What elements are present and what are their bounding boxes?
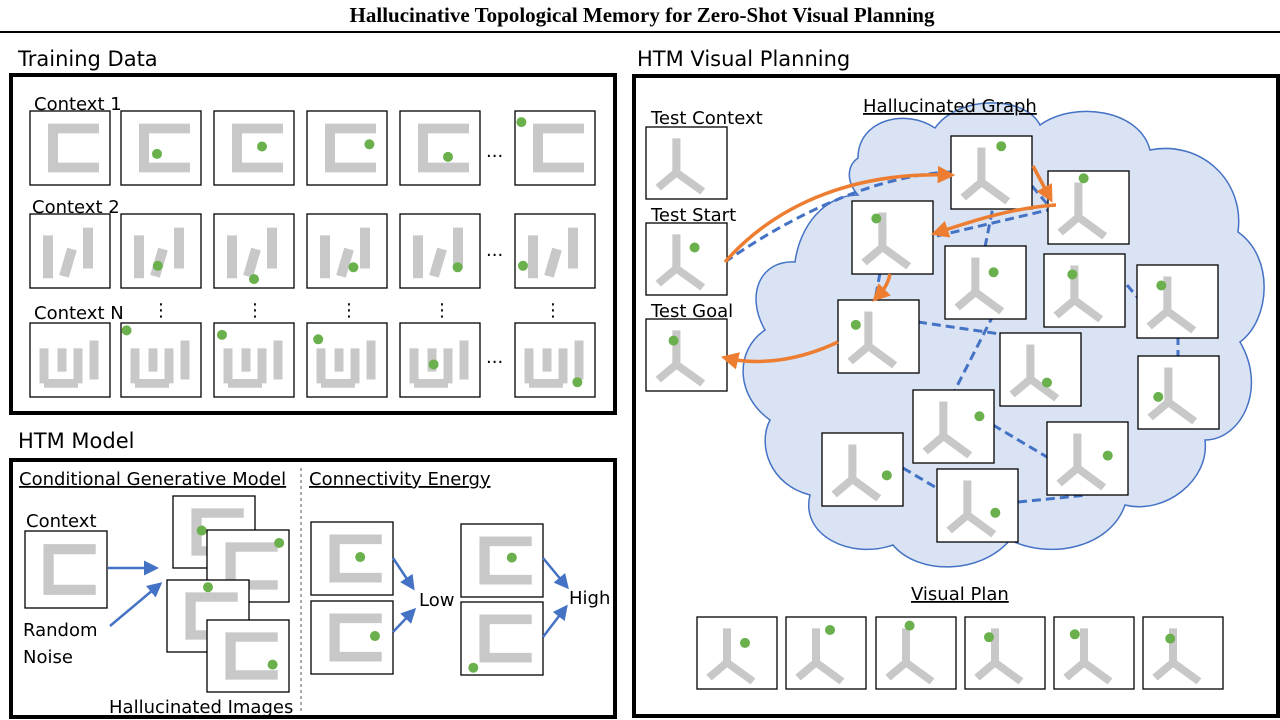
context-2-label: Context 2 — [32, 197, 120, 218]
visual-plan-label: Visual Plan — [911, 584, 1009, 605]
context-1-label: Context 1 — [34, 94, 122, 115]
htm-visual-planning-heading: HTM Visual Planning — [637, 47, 850, 71]
high-energy-label: High — [569, 588, 610, 609]
figure-title: Hallucinative Topological Memory for Zer… — [350, 3, 935, 27]
context-n-label: Context N — [34, 303, 124, 324]
training-ellipsis-row-2: ... — [486, 240, 503, 261]
graph-node-image — [1043, 253, 1126, 328]
training-image-context-1 — [213, 110, 295, 186]
training-image-context-1 — [306, 110, 388, 186]
training-image-context-2 — [120, 213, 202, 289]
graph-node-image — [837, 299, 920, 374]
graph-node-image — [851, 200, 934, 275]
htm-model-heading: HTM Model — [18, 429, 134, 453]
visual-plan-image — [875, 616, 957, 690]
test-goal-image — [645, 318, 728, 392]
svg-text:⋮: ⋮ — [152, 300, 170, 321]
test-start-image — [645, 222, 728, 296]
low-energy-label: Low — [419, 590, 454, 611]
training-image-context-1 — [514, 110, 596, 186]
training-image-context-1 — [399, 110, 481, 186]
test-context-image — [645, 126, 728, 200]
visual-plan-image — [696, 616, 778, 690]
svg-text:⋮: ⋮ — [340, 300, 358, 321]
svg-text:...: ... — [486, 240, 503, 261]
energy-image — [460, 523, 544, 598]
graph-node-image — [936, 468, 1019, 543]
graph-node-image — [1046, 421, 1129, 496]
training-image-context-n — [120, 322, 202, 398]
visual-plan-image — [1142, 616, 1224, 690]
graph-node-image — [944, 245, 1027, 320]
svg-text:⋮: ⋮ — [544, 300, 562, 321]
htm-visual-planning-panel — [632, 74, 1280, 718]
training-image-context-2 — [306, 213, 388, 289]
test-start-label: Test Start — [650, 205, 736, 226]
context-label: Context — [26, 511, 97, 532]
svg-text:...: ... — [486, 141, 503, 162]
cgm-label: Conditional Generative Model — [19, 469, 286, 490]
training-image-context-2 — [29, 213, 111, 289]
hallucinated-graph-label: Hallucinated Graph — [863, 96, 1037, 117]
graph-node-image — [912, 389, 995, 464]
training-image-context-n — [399, 322, 481, 398]
energy-image — [460, 601, 544, 676]
training-ellipsis-row-1: ... — [486, 141, 503, 162]
training-image-context-n — [29, 322, 111, 398]
connectivity-energy-label: Connectivity Energy — [309, 469, 491, 490]
training-image-context-n — [514, 322, 596, 398]
context-image — [24, 530, 108, 609]
graph-node-image — [1136, 264, 1219, 339]
training-data-panel — [9, 73, 617, 415]
training-image-grid — [29, 110, 596, 398]
training-image-context-2 — [213, 213, 295, 289]
training-ellipsis-row-3: ... — [486, 347, 503, 368]
training-data-heading: Training Data — [17, 47, 158, 71]
orange-plan-path — [720, 165, 1057, 370]
graph-node-image — [821, 432, 904, 507]
graph-node-image — [999, 332, 1082, 407]
svg-text:...: ... — [486, 347, 503, 368]
htm-model-panel — [9, 458, 617, 719]
training-image-context-n — [213, 322, 295, 398]
random-label: Random — [23, 620, 98, 641]
graph-node-image — [950, 135, 1033, 210]
svg-text:⋮: ⋮ — [246, 300, 264, 321]
training-image-context-1 — [29, 110, 111, 186]
visual-plan-image — [964, 616, 1046, 690]
training-image-context-2 — [514, 213, 596, 289]
test-goal-label: Test Goal — [650, 301, 733, 322]
visual-plan-image — [785, 616, 867, 690]
svg-text:⋮: ⋮ — [433, 300, 451, 321]
energy-image — [310, 521, 394, 596]
model-image-tiles — [24, 495, 544, 693]
energy-image — [310, 600, 394, 675]
training-vertical-dots: ⋮ ⋮ ⋮ ⋮ ⋮ — [152, 300, 562, 321]
training-image-context-n — [306, 322, 388, 398]
graph-node-image — [1137, 355, 1220, 430]
hallucinated-images-label: Hallucinated Images — [109, 697, 293, 718]
planning-image-tiles — [645, 126, 1224, 690]
training-image-context-2 — [399, 213, 481, 289]
test-context-label: Test Context — [650, 108, 763, 129]
model-arrows — [108, 557, 569, 638]
visual-plan-image — [1053, 616, 1135, 690]
noise-label: Noise — [23, 647, 73, 668]
training-image-context-1 — [120, 110, 202, 186]
hallucinated-image — [206, 619, 290, 693]
graph-node-image — [1047, 170, 1130, 245]
